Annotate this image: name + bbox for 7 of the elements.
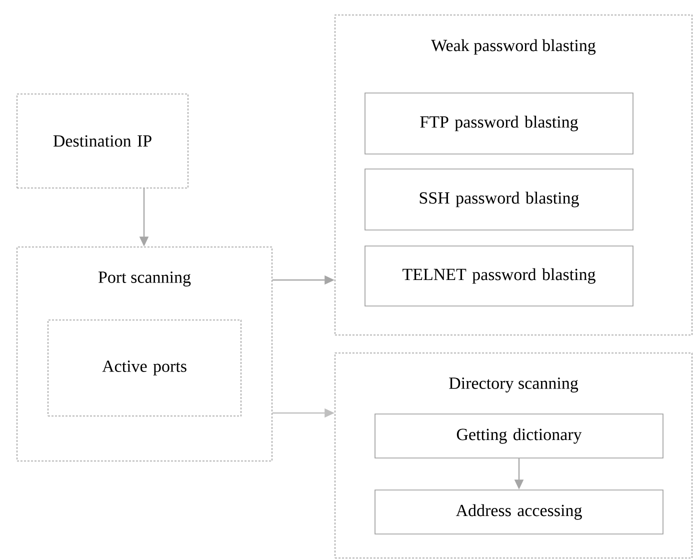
process-box: Address accessing [374, 490, 664, 534]
process-box: FTP password blasting [364, 92, 634, 154]
process-box: Getting dictionary [374, 414, 664, 458]
process-box: SSH password blasting [364, 168, 634, 230]
dotted-box: Destination IP [16, 94, 188, 188]
process-box: TELNET password blasting [364, 246, 634, 306]
dotted-box: Active ports [48, 320, 242, 416]
